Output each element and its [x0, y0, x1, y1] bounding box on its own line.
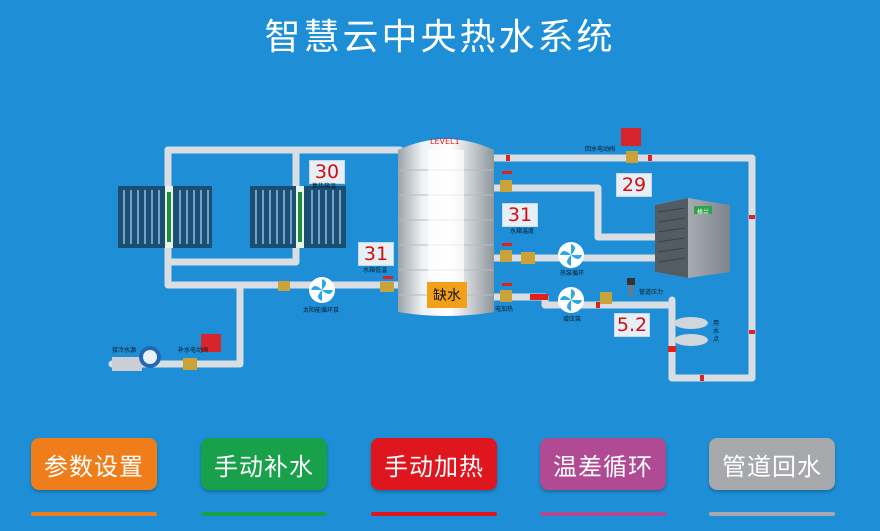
manual-heating-button[interactable]: 手动加热: [371, 438, 497, 490]
manual-refill-button[interactable]: 手动补水: [201, 438, 327, 490]
heat-pump-circulation-pump: [558, 242, 584, 268]
heat-pump-loop-label: 热泵循环: [560, 270, 585, 277]
return-valve-label: 回水电动阀: [585, 146, 616, 153]
shower-heads: [674, 317, 708, 346]
button-underline: [540, 512, 666, 516]
tank-level-temp-label: 水箱低温: [363, 267, 388, 274]
temp-diff-circulation-button[interactable]: 温差循环: [540, 438, 666, 490]
booster-pump: [558, 287, 584, 313]
cold-water-label: 接冷水源: [112, 347, 137, 354]
pipe-return-button[interactable]: 管道回水: [709, 438, 835, 490]
button-underline: [31, 512, 157, 516]
button-underline: [371, 512, 497, 516]
pipe-pressure-display: 5.2: [614, 313, 650, 337]
solar-pump-label: 太阳能循环泵: [303, 307, 340, 314]
pipe-pressure-label: 管道压力: [639, 289, 664, 296]
solar-collector-left: [118, 186, 212, 248]
tank-level-temp-display: 31: [358, 242, 394, 266]
button-underline: [201, 512, 327, 516]
refill-valve-label: 补水电动阀: [178, 347, 209, 354]
valves: [183, 151, 638, 370]
solar-circulation-pump: [309, 277, 335, 303]
return-temp-display: 29: [616, 173, 652, 197]
button-underline: [709, 512, 835, 516]
heat-pump-brand: 格兰: [697, 209, 710, 216]
electric-heat-label: 电加热: [495, 306, 514, 313]
page-title: 智慧云中央热水系统: [264, 17, 616, 58]
valve-handles: [383, 171, 512, 286]
pressure-gauge: [627, 278, 635, 296]
heat-pump-unit: [655, 198, 730, 278]
water-tank: [398, 139, 494, 316]
parameter-settings-button[interactable]: 参数设置: [31, 438, 157, 490]
solar-collector-right: [250, 186, 346, 248]
water-meter: [112, 346, 161, 371]
collector-temp-display: 30: [309, 160, 345, 184]
red-flow-markers: [506, 155, 755, 381]
boost-pump-label: 增压泵: [563, 316, 582, 323]
motorized-valve-actuators: [201, 128, 641, 352]
tank-temp-label: 水箱温度: [510, 228, 535, 235]
tank-status-badge: 缺水: [427, 282, 467, 308]
tank-level-label: LEVEL1: [430, 137, 460, 146]
collector-temp-label: 集热箱温: [312, 183, 337, 190]
tank-temp-display: 31: [502, 203, 538, 227]
water-points-label: 用水点: [713, 320, 720, 343]
